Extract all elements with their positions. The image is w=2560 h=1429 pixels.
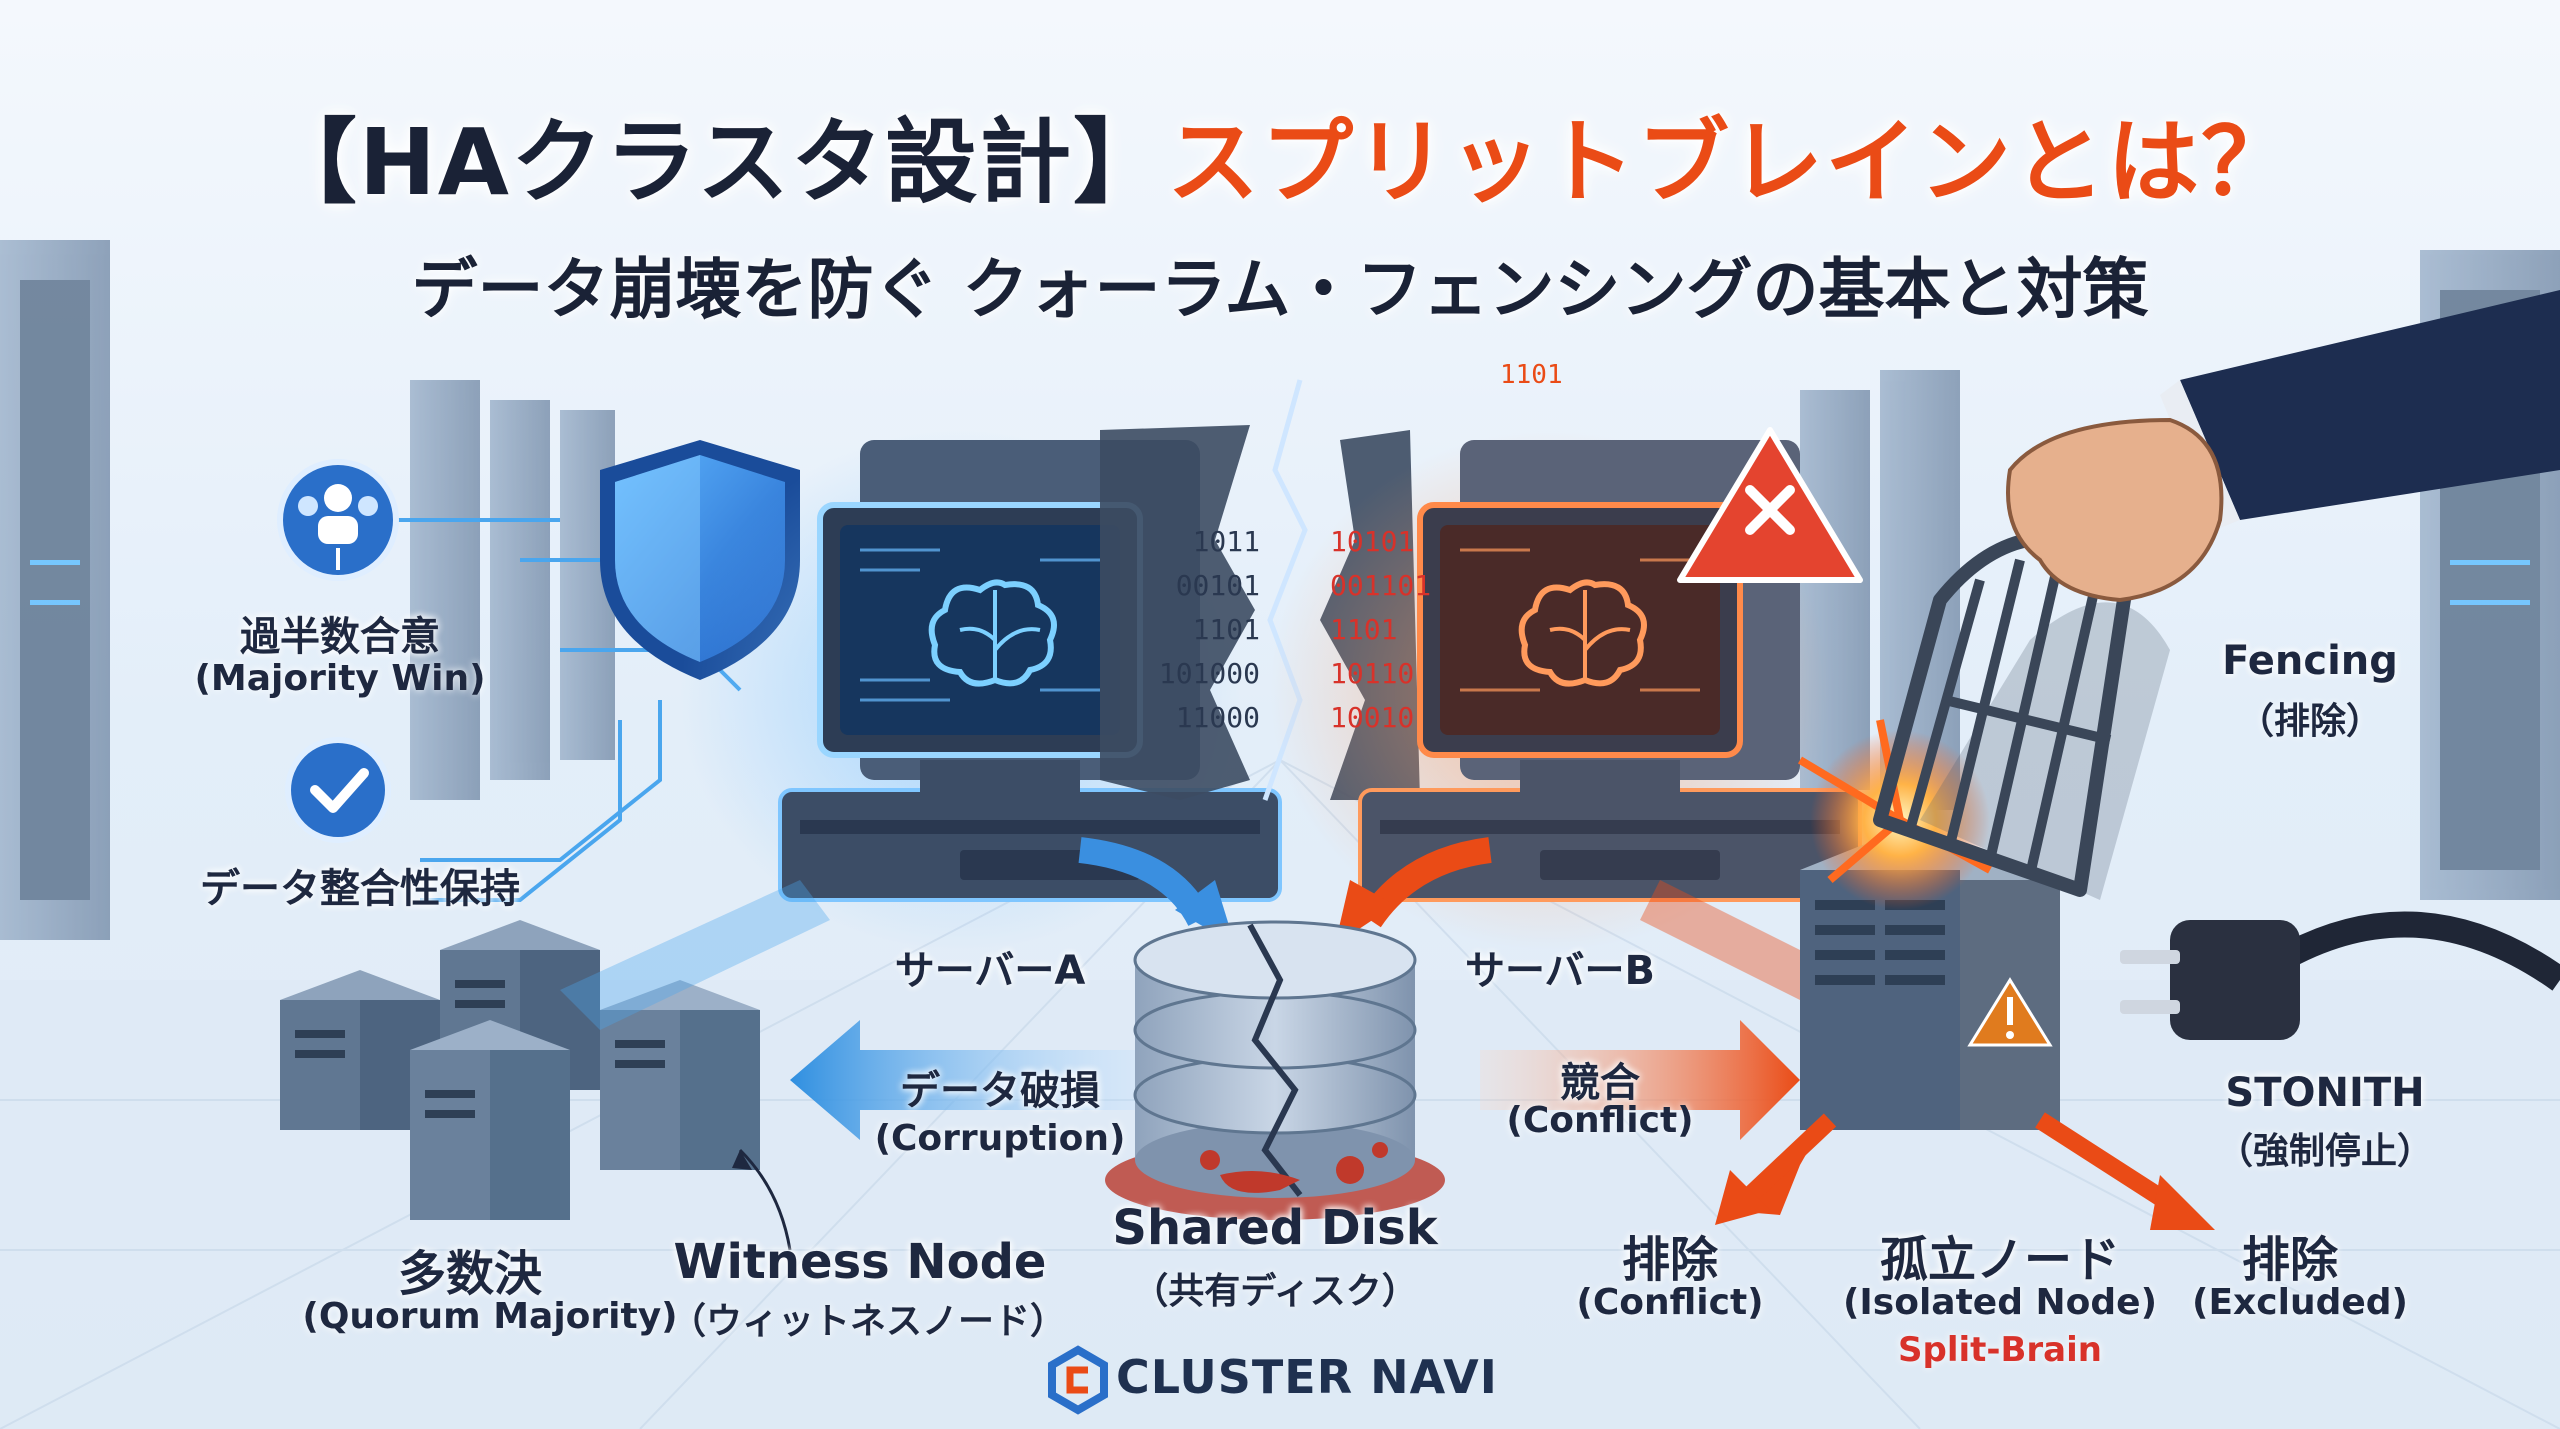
- server-a-label: サーバーA: [894, 948, 1086, 994]
- isolated-label: 孤立ノード: [1879, 1232, 2120, 1288]
- split-brain-tag: Split-Brain: [1898, 1330, 2102, 1370]
- quorum-label: 多数決: [397, 1246, 542, 1302]
- server-b-label: サーバーB: [1464, 948, 1656, 994]
- binary-line: 001101: [1330, 569, 1432, 602]
- brain-icon: [928, 579, 1057, 687]
- logo-spacer: [1040, 1346, 1102, 1408]
- binary-line: 1011: [1192, 525, 1260, 558]
- binary-right: 10101 001101 1101 10110 10010: [1330, 520, 1460, 740]
- binary-line: 10010: [1330, 701, 1415, 734]
- excluded-left-label: 排除: [1621, 1232, 1718, 1288]
- binary-line: 101000: [1158, 657, 1260, 690]
- witness-label: Witness Node: [673, 1234, 1047, 1290]
- excluded-right-sub: (Excluded): [2192, 1282, 2408, 1323]
- fencing-label: Fencing: [2222, 638, 2398, 684]
- witness-pointer-head: [732, 1150, 752, 1170]
- logo-icon: [1048, 1345, 1108, 1415]
- blue-beam: [560, 880, 830, 1030]
- binary-line: 10101: [1330, 525, 1415, 558]
- binary-line: 10110: [1330, 657, 1415, 690]
- binary-left: 1011 00101 1101 101000 11000: [1140, 520, 1260, 740]
- brand-name: CLUSTER NAVI: [1116, 1350, 1498, 1404]
- witness-pointer: [738, 1148, 792, 1251]
- excluded-right-label: 排除: [2241, 1232, 2338, 1288]
- stonith-label: STONITH: [2225, 1070, 2425, 1116]
- excluded-left-sub: (Conflict): [1576, 1282, 1764, 1323]
- majority-sub: (Majority Win): [194, 658, 486, 699]
- stonith-sub: （強制停止）: [2216, 1131, 2433, 1172]
- server-b: [1358, 440, 1862, 902]
- binary-line: 11000: [1175, 701, 1260, 734]
- conflict-sub: (Conflict): [1506, 1100, 1694, 1141]
- page-title: 【HAクラスタ設計】スプリットブレインとは？: [0, 88, 2560, 221]
- binary-line: 00101: [1175, 569, 1260, 602]
- quorum-sub: (Quorum Majority): [302, 1296, 678, 1337]
- check-icon: [285, 737, 391, 843]
- page-subtitle: データ崩壊を防ぐ クォーラム・フェンシングの基本と対策: [411, 251, 2149, 328]
- quorum-servers: [280, 920, 760, 1220]
- warning-icon: [1677, 427, 1863, 583]
- disk-icon: [1105, 920, 1445, 1220]
- disk-sub: （共有ディスク）: [1132, 1271, 1418, 1312]
- binary-top-right: 1101: [1500, 360, 1563, 390]
- orange-beam: [1640, 880, 1820, 1000]
- corruption-arrow: [790, 1020, 1150, 1140]
- binary-line: 1101: [1330, 613, 1398, 646]
- title-prefix: 【HAクラスタ設計】: [264, 109, 1168, 216]
- hand-icon: [2006, 290, 2560, 603]
- fencing-sub: （排除）: [2237, 701, 2382, 742]
- excluded-arrows: [1715, 1112, 2215, 1230]
- integrity-label: データ整合性保持: [200, 866, 520, 912]
- users-icon: [277, 459, 399, 581]
- title-highlight: スプリットブレインとは？: [1167, 109, 2296, 216]
- brain-icon: [1518, 579, 1647, 687]
- conflict-label: 競合: [1560, 1060, 1640, 1106]
- brand-logo: CLUSTER NAVI: [1040, 1346, 1498, 1408]
- binary-line: 1101: [1192, 613, 1260, 646]
- corruption-label: データ破損: [900, 1068, 1100, 1114]
- disk-label: Shared Disk: [1112, 1200, 1438, 1256]
- witness-sub: （ウィットネスノード）: [670, 1301, 1067, 1342]
- corruption-sub: (Corruption): [874, 1118, 1126, 1159]
- isolated-sub: (Isolated Node): [1842, 1282, 2158, 1323]
- conflict-arrow: [1480, 1020, 1800, 1140]
- plug-icon: [2120, 911, 2560, 1040]
- majority-label: 過半数合意: [240, 614, 440, 660]
